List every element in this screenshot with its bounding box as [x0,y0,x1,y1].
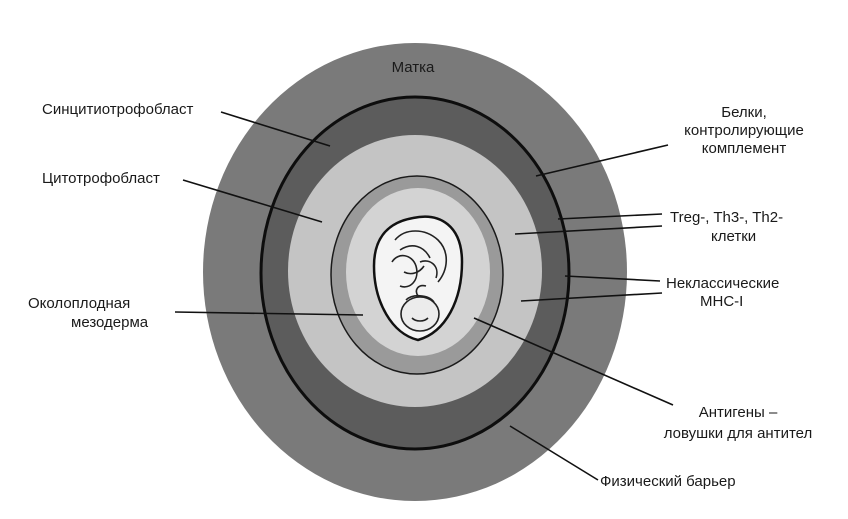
syncytiotrophoblast-label: Синцитиотрофобласт [42,101,193,118]
amniotic-mesoderm-label-line2: мезодерма [71,314,149,331]
mhc-label-line1: Неклассические [666,275,779,292]
amniotic-mesoderm-label-line1: Околоплодная [28,295,130,312]
antigens-label-line1: Антигены – [699,404,778,421]
treg-label-line2: клетки [711,228,756,245]
antigens-label-line2: ловушки для антител [664,425,813,442]
treg-label-line1: Treg-, Th3-, Th2- [670,209,783,226]
cytotrophoblast-label: Цитотрофобласт [42,170,160,187]
mhc-label-line2: MHC-I [700,293,743,310]
complement-label-line1: Белки, [721,104,767,121]
complement-label-line2: контролирующие [684,122,804,139]
uterus-label: Матка [392,59,435,76]
barrier-label: Физический барьер [600,473,736,490]
complement-label-line3: комплемент [702,140,787,157]
